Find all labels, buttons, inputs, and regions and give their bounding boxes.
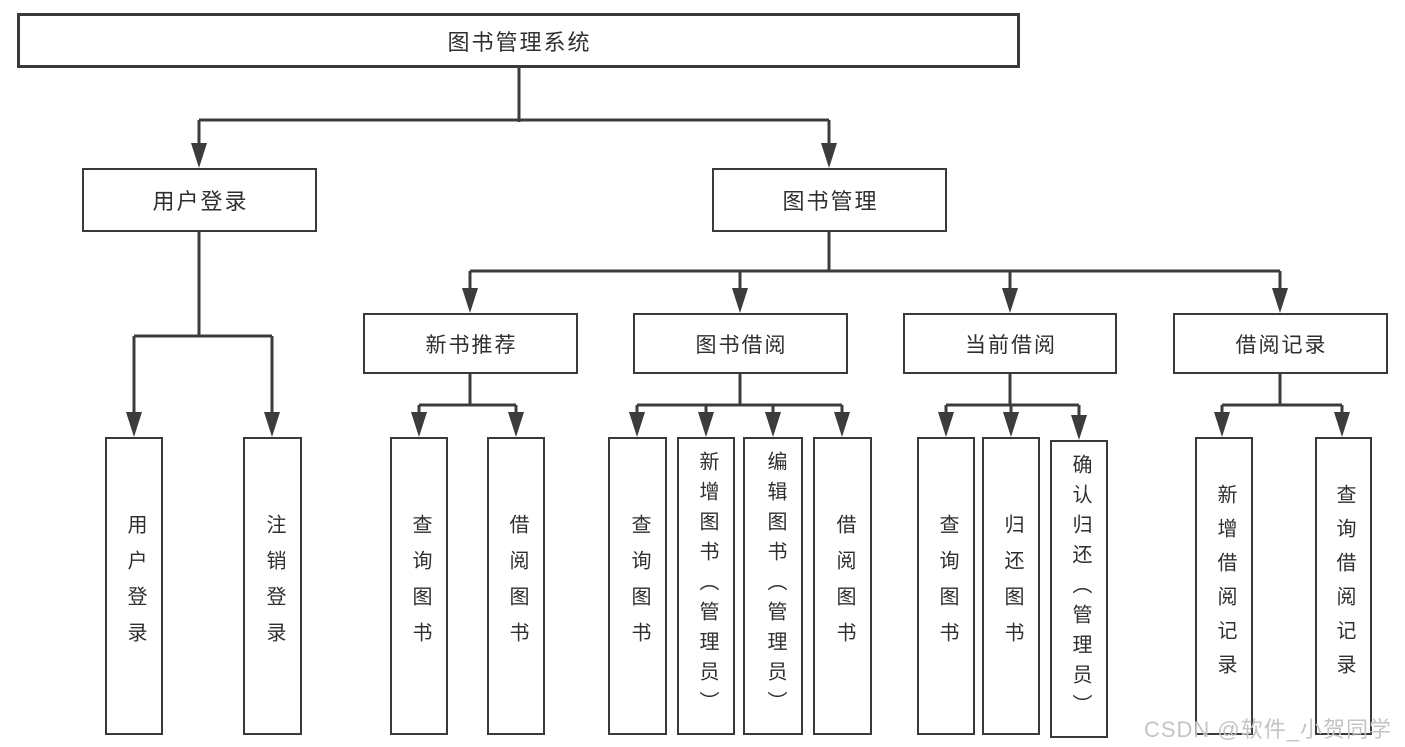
node-book-borrowing: 图书借阅 <box>633 313 848 374</box>
leaf-edit-books-admin: 编辑图书（管理员） <box>743 437 803 735</box>
leaf-query-books-recommend: 查询图书 <box>390 437 448 735</box>
node-new-book-recommendation: 新书推荐 <box>363 313 578 374</box>
node-borrowing-records: 借阅记录 <box>1173 313 1388 374</box>
leaf-confirm-return-admin: 确认归还（管理员） <box>1050 440 1108 738</box>
leaf-add-borrow-record: 新增借阅记录 <box>1195 437 1253 735</box>
tree-edges <box>132 68 1344 418</box>
leaf-borrow-books-recommend: 借阅图书 <box>487 437 545 735</box>
leaf-query-books-borrowing: 查询图书 <box>608 437 667 735</box>
leaf-query-books-current: 查询图书 <box>917 437 975 735</box>
arrowheads <box>126 143 1350 440</box>
node-library-management-system: 图书管理系统 <box>17 13 1020 68</box>
node-book-management-branch: 图书管理 <box>712 168 947 232</box>
leaf-borrow-books-borrowing: 借阅图书 <box>813 437 872 735</box>
csdn-watermark: CSDN @软件_小贺同学 <box>1143 717 1392 742</box>
node-user-login-branch: 用户登录 <box>82 168 317 232</box>
leaf-user-login: 用户登录 <box>105 437 163 735</box>
leaf-return-books: 归还图书 <box>982 437 1040 735</box>
node-current-borrowing: 当前借阅 <box>903 313 1117 374</box>
leaf-query-borrow-record: 查询借阅记录 <box>1315 437 1372 735</box>
leaf-add-books-admin: 新增图书（管理员） <box>677 437 735 735</box>
leaf-logout: 注销登录 <box>243 437 302 735</box>
